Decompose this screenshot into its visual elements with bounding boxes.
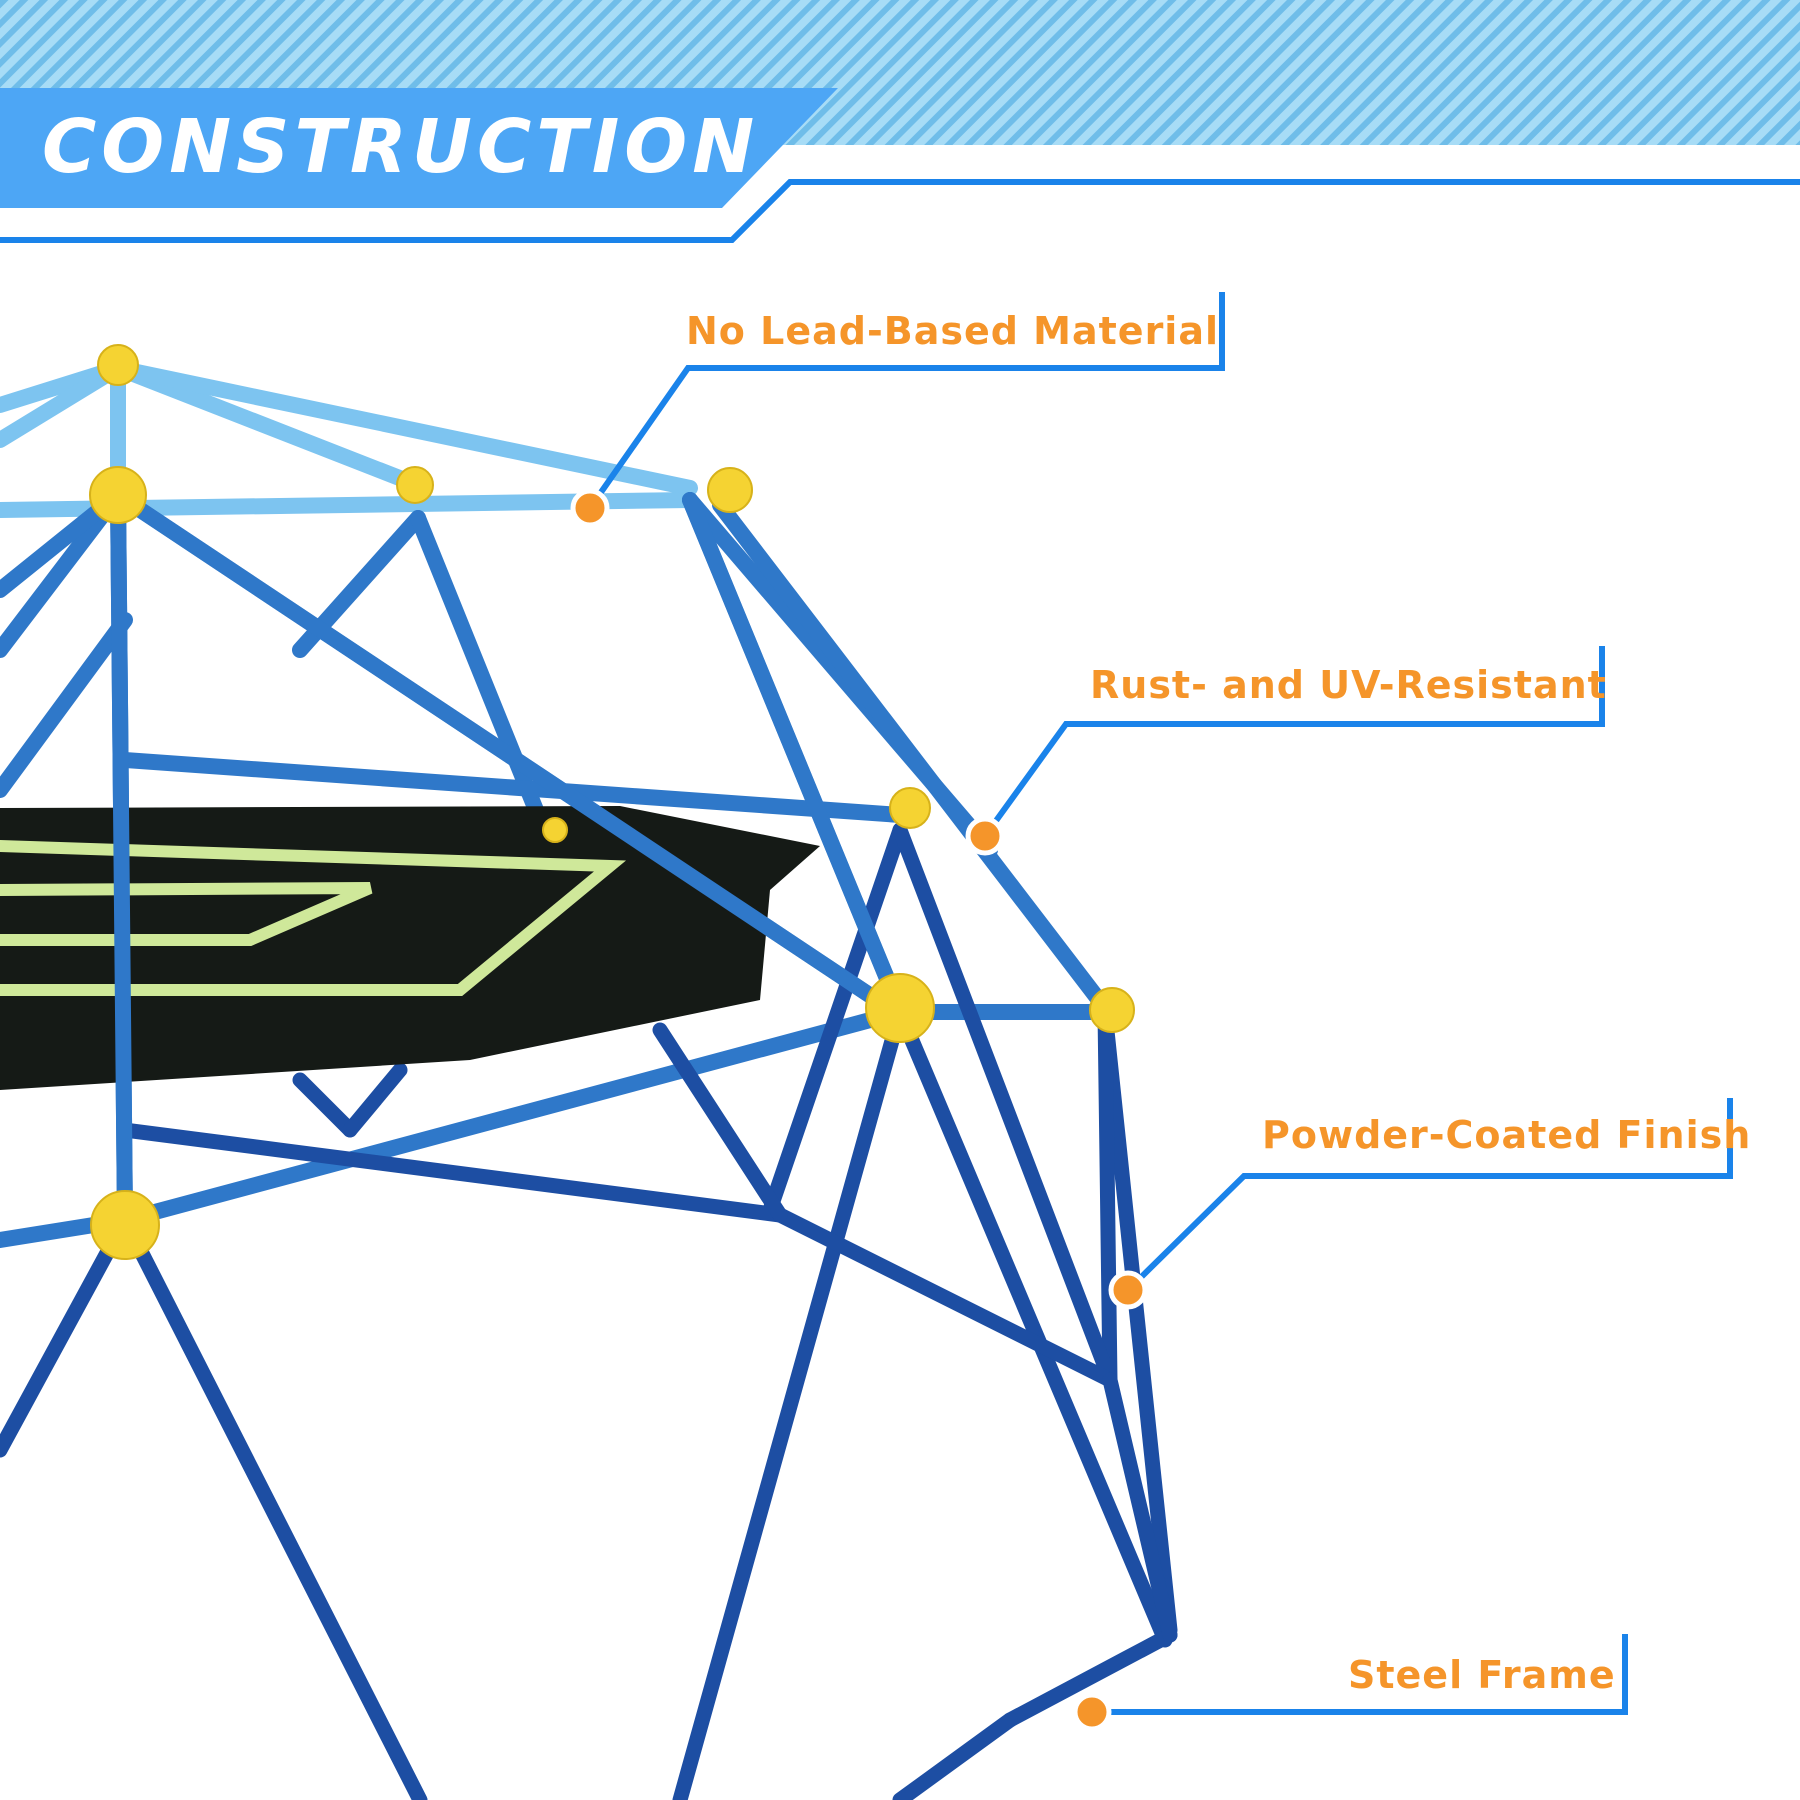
callout-line-rust-uv (982, 646, 1605, 838)
title-banner (0, 88, 838, 208)
callout-line-powder (1125, 1098, 1733, 1293)
dome-frame (0, 344, 1178, 1800)
dot-marker-icon (965, 816, 1005, 856)
callout-line-no-lead (587, 292, 1225, 510)
callout-line-steel (1092, 1634, 1628, 1715)
callout-label-powder: Powder-Coated Finish (1262, 1113, 1752, 1157)
climbing-net (0, 806, 820, 1090)
dot-marker-icon (1108, 1270, 1148, 1310)
callout-label-no-lead: No Lead-Based Material (686, 309, 1219, 353)
callout-lines (587, 292, 1733, 1715)
callout-label-steel: Steel Frame (1348, 1653, 1616, 1697)
page-title: CONSTRUCTION (42, 104, 760, 190)
dot-marker-icon (570, 488, 610, 528)
callout-label-rust-uv: Rust- and UV-Resistant (1090, 663, 1607, 707)
header-white-cut (0, 145, 1800, 230)
dot-marker-icon (1072, 1692, 1112, 1732)
header-outline-line (0, 179, 1800, 243)
